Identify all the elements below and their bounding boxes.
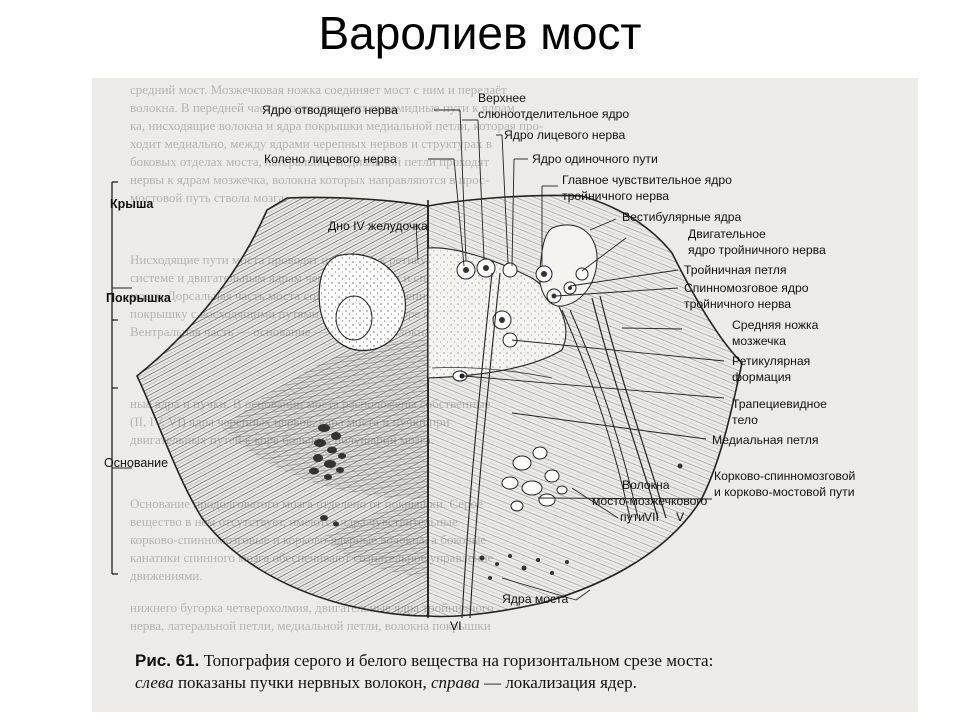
slide-title: Варолиев мост <box>318 7 642 59</box>
label-reticular-1: Ретикулярная <box>732 354 810 368</box>
svg-text:нерва, латеральной петли, меди: нерва, латеральной петли, медиальной пет… <box>130 618 491 633</box>
caption-right-word: справа <box>431 673 480 692</box>
pons-left-half <box>136 196 429 617</box>
svg-text:ка, нисходящие волокна и ядра: ка, нисходящие волокна и ядра покрышки м… <box>130 118 543 133</box>
caption-text-3: — локализация ядер. <box>484 673 637 692</box>
label-trigeminal-lemniscus: Тройничная петля <box>684 263 787 277</box>
label-trigeminal-main-2: тройничного нерва <box>562 189 669 203</box>
label-trigeminal-motor-2: ядро тройничного нерва <box>688 243 826 257</box>
svg-text:ходит медиально, между ядрами: ходит медиально, между ядрами черепных н… <box>130 136 492 151</box>
figure-caption: Рис. 61. Топография серого и белого веще… <box>135 650 915 694</box>
label-trigeminal-spinal-1: Спинномозговое ядро <box>684 281 809 295</box>
label-abducens-nucleus: Ядро отводящего нерва <box>262 103 398 117</box>
label-pontine-nuclei: Ядра моста <box>502 592 569 606</box>
label-trapezoid-2: тело <box>732 413 758 427</box>
svg-text:средний мост. Мозжечковая ножк: средний мост. Мозжечковая ножка соединяе… <box>130 82 507 97</box>
label-nerve-v: V <box>676 510 685 524</box>
label-pontocerebellar-1: Волокна <box>622 478 670 492</box>
label-solitary-nucleus: Ядро одиночного пути <box>532 152 658 166</box>
pons-figure: средний мост. Мозжечковая ножка соединяе… <box>92 78 918 712</box>
label-trigeminal-motor-1: Двигательное <box>688 227 766 241</box>
region-brackets <box>111 181 132 575</box>
label-superior-salivatory-1: Верхнее <box>478 91 526 105</box>
label-facial-genu: Колено лицевого нерва <box>264 152 397 166</box>
right-pontine-nuclei <box>501 446 568 512</box>
svg-text:боковых отделах моста, латерал: боковых отделах моста, латеральнее медиа… <box>130 154 489 169</box>
label-corticospinal-2: и корково-мостовой пути <box>714 485 855 499</box>
caption-left-word: слева <box>135 673 174 692</box>
right-nuclei-dots <box>463 265 572 323</box>
left-corticospinal-bundles <box>309 424 346 527</box>
caption-text-1: Топография серого и белого вещества на г… <box>203 651 714 670</box>
label-trigeminal-main-1: Главное чувствительное ядро <box>562 173 732 187</box>
svg-text:волокна. В передней части мост: волокна. В передней части моста проходят… <box>130 100 515 115</box>
label-middle-peduncle-2: мозжечка <box>732 334 786 348</box>
label-reticular-2: формация <box>732 370 791 384</box>
svg-text:нервы к ядрам мозжечка, волокн: нервы к ядрам мозжечка, волокна которых … <box>130 172 489 187</box>
label-trapezoid-1: Трапециевидное <box>732 397 827 411</box>
pons-right-half <box>427 194 743 619</box>
label-superior-salivatory-2: слюноотделительное ядро <box>478 107 629 121</box>
label-pontocerebellar-3: пути <box>620 510 645 524</box>
label-vestibular-nuclei: Вестибулярные ядра <box>622 210 742 224</box>
label-corticospinal-1: Корково-спинномозговой <box>714 469 855 483</box>
pons-diagram: средний мост. Мозжечковая ножка соединяе… <box>104 82 855 633</box>
region-label-tegmentum: Покрышка <box>106 291 172 305</box>
label-middle-peduncle-1: Средняя ножка <box>732 318 819 332</box>
leader-lines <box>415 109 725 601</box>
svg-text:мостовой путь ствола мозга.: мостовой путь ствола мозга. <box>130 190 287 205</box>
label-medial-lemniscus: Медиальная петля <box>712 433 818 447</box>
label-nerve-vi: VI <box>450 619 462 633</box>
label-pontocerebellar-2: мосто-мозжечкового <box>592 494 708 508</box>
label-fourth-ventricle-floor: Дно IV желудочка <box>328 219 428 233</box>
right-base-dots <box>479 463 683 580</box>
region-label-roof: Крыша <box>110 197 154 211</box>
caption-text-2: показаны пучки нервных волокон, <box>177 673 427 692</box>
region-label-base: Основание <box>104 456 168 470</box>
label-facial-nucleus: Ядро лицевого нерва <box>504 128 625 142</box>
caption-figure-number: Рис. 61. <box>135 651 200 670</box>
label-nerve-vii: VII <box>644 510 659 524</box>
svg-text:движениями.: движениями. <box>130 568 203 583</box>
label-trigeminal-spinal-2: тройничного нерва <box>684 297 791 311</box>
